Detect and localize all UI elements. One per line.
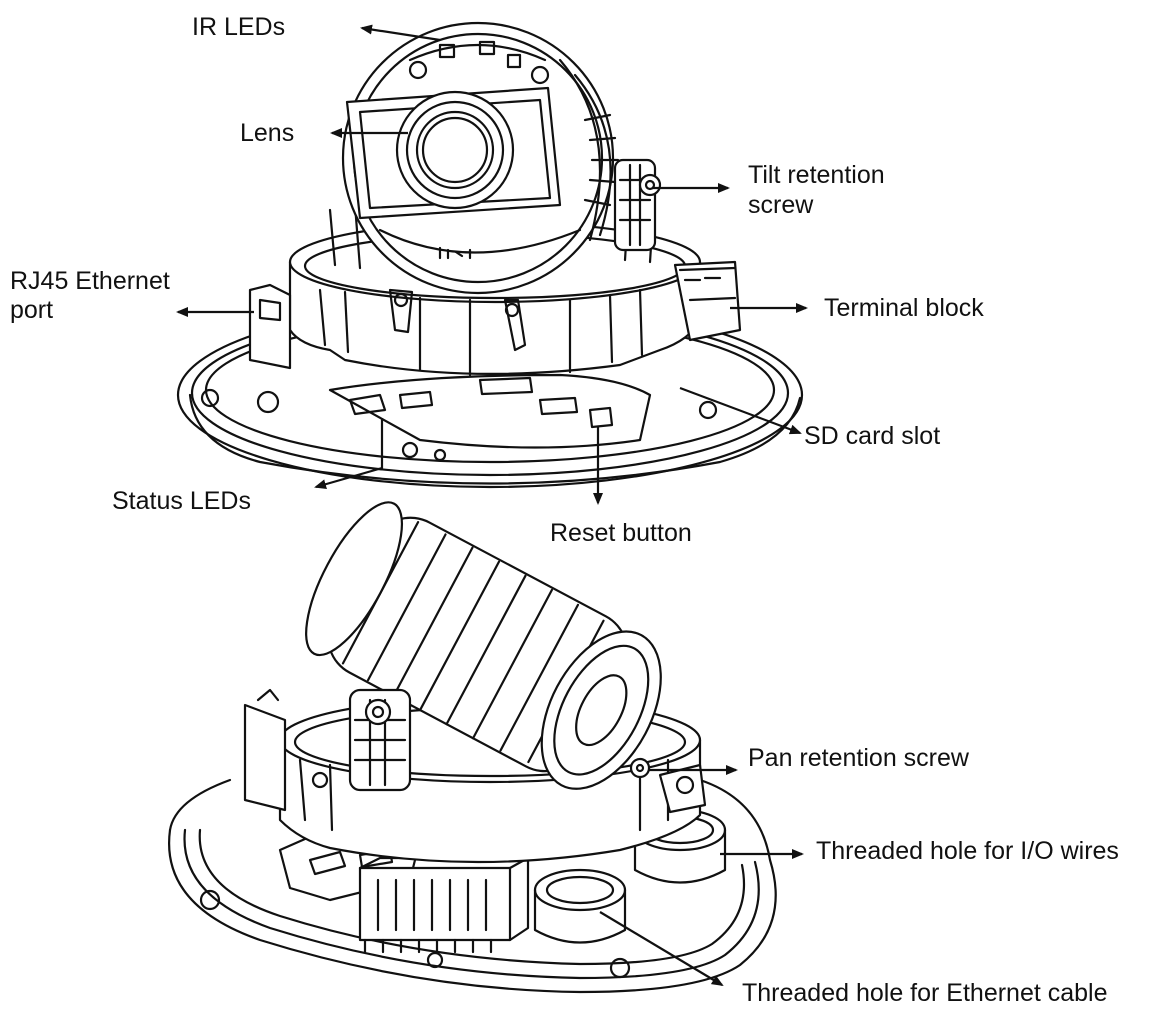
label-status-leds: Status LEDs: [112, 487, 251, 515]
label-sd-card-slot: SD card slot: [804, 422, 941, 450]
label-terminal-block: Terminal block: [824, 294, 984, 322]
label-tilt-retention-screw-1: Tilt retention: [748, 161, 885, 189]
arrow-ir-leds: [360, 24, 441, 42]
label-threaded-hole-ethernet: Threaded hole for Ethernet cable: [742, 979, 1108, 1007]
callout-arrows: [176, 24, 808, 987]
label-lens: Lens: [240, 119, 295, 147]
label-ir-leds: IR LEDs: [192, 13, 286, 41]
label-rj45-2: port: [10, 296, 54, 324]
camera-bottom-view: [168, 501, 777, 994]
arrow-status-leds: [314, 418, 384, 490]
arrow-sd-card: [679, 386, 802, 435]
camera-top-view: [176, 21, 804, 489]
label-tilt-retention-screw-2: screw: [748, 191, 814, 219]
arrow-ethernet-hole: [599, 911, 724, 987]
label-threaded-hole-io: Threaded hole for I/O wires: [816, 837, 1119, 865]
label-pan-retention-screw: Pan retention screw: [748, 744, 969, 772]
label-reset-button: Reset button: [550, 519, 692, 547]
label-rj45-1: RJ45 Ethernet: [10, 267, 170, 295]
